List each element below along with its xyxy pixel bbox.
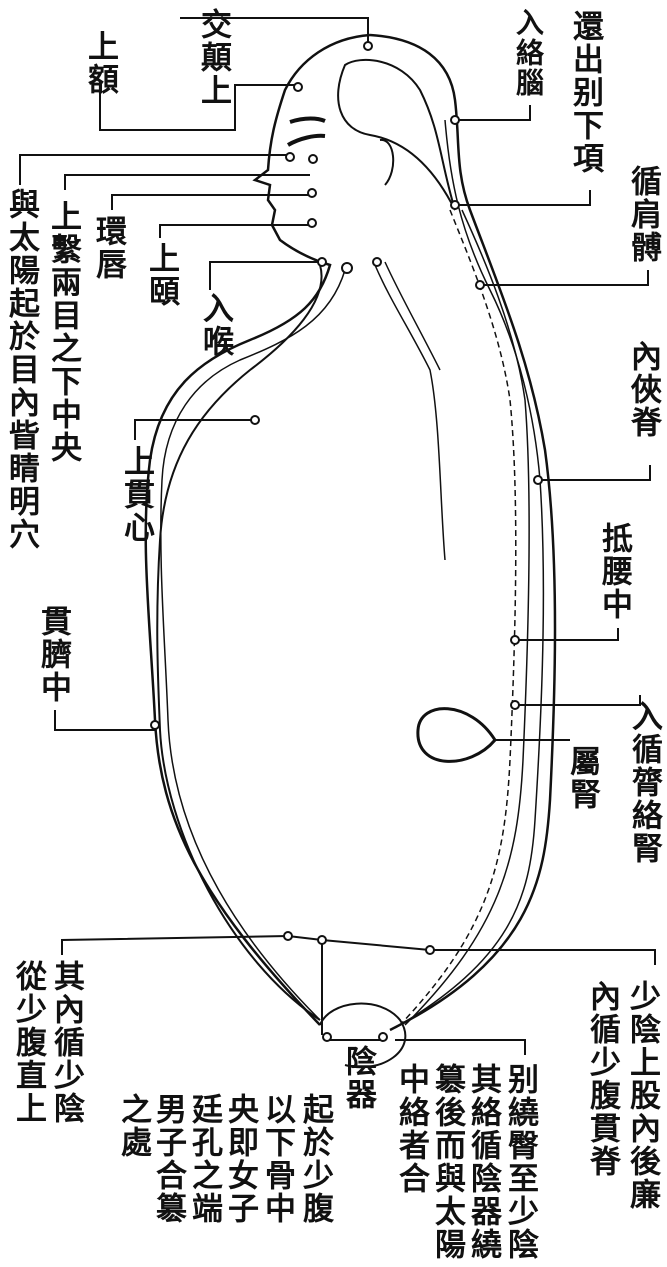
eye (286, 133, 326, 147)
label-ru-hou: 入喉 (197, 292, 233, 358)
label-qi-yu-col4: 廷孔之端 (186, 1093, 222, 1225)
front-meridian (156, 264, 323, 1021)
spine (399, 209, 517, 1026)
throat-tube-2 (384, 261, 441, 371)
label-huan-chu: 還出别下項 (567, 10, 603, 175)
body-outline-front (144, 33, 371, 1026)
label-shu-shen: 屬腎 (564, 745, 600, 811)
spine-2 (404, 209, 530, 1026)
label-di-yao-zhong: 抵腰中 (596, 522, 632, 621)
label-shang-e: 上額 (82, 30, 118, 96)
pelvis-loop (319, 1002, 407, 1069)
label-shang-yi: 上頤 (143, 242, 179, 308)
label-shang-guan-xin: 上貫心 (118, 445, 154, 544)
body-outline-back (369, 33, 557, 1032)
label-ru-luo-nao: 入絡腦 (512, 8, 545, 98)
label-bie-rao-col4: 中絡者合 (393, 1063, 429, 1195)
head-skull (337, 58, 456, 211)
label-jiao-dian-shang: 交顛上 (195, 8, 231, 107)
label-bie-rao-col2: 其絡循陰器繞 (465, 1063, 501, 1261)
label-shao-yin-shang: 少陰上股內後廉 (624, 980, 660, 1211)
label-qi-nei-xun: 其內循少陰 (48, 960, 84, 1125)
label-cong-shao-fu: 從少腹直上 (10, 960, 46, 1125)
label-nei-xia-ji: 內俠脊 (625, 340, 661, 439)
leader-lines (19, 17, 656, 1055)
acupoints (150, 41, 543, 1042)
label-ru-xun-lu: 入循膂絡腎 (626, 700, 662, 865)
kidney (416, 707, 497, 763)
inner-back-line (394, 119, 545, 1029)
label-bie-rao-col1: 别繞臀至少陰 (502, 1063, 538, 1261)
label-guan-qi-zhong: 貫臍中 (35, 605, 71, 704)
label-qi-yu-col5: 男子合簒 (150, 1093, 186, 1225)
label-yin-qi: 陰器 (340, 1045, 376, 1111)
throat-tube (374, 264, 446, 561)
label-bie-rao-col3: 簒後而與太陽 (429, 1063, 465, 1261)
ear (379, 139, 395, 186)
label-qi-yu-col6: 之處 (115, 1093, 151, 1159)
label-shang-xi: 上繫兩目之下中央 (45, 200, 81, 464)
label-huan-chun: 環唇 (90, 215, 126, 281)
label-qi-yu-col1: 起於少腹 (297, 1093, 333, 1225)
eyebrow (289, 116, 326, 124)
label-yu-tai-yang: 與太陽起於目內眥睛明穴 (3, 188, 39, 551)
inner-body-line (160, 269, 346, 1021)
label-qi-yu-col3: 央即女子 (222, 1093, 258, 1225)
label-qi-yu-col2: 以下骨中 (259, 1093, 295, 1225)
label-nei-xun-shao-fu: 內循少腹貫脊 (584, 980, 620, 1178)
label-xun-jian-bo: 循肩髆 (625, 165, 661, 264)
